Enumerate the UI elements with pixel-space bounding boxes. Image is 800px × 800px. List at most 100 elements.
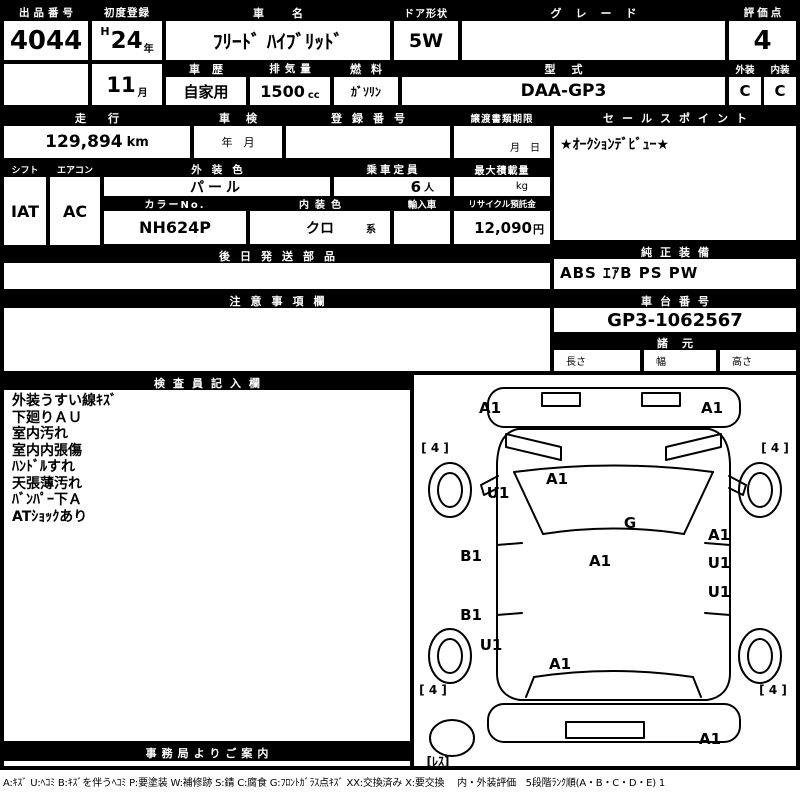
shift-value: IAT xyxy=(4,177,46,245)
door-shape-value: 5W xyxy=(394,21,458,60)
model-code-label: 型式 xyxy=(544,62,599,76)
damage-marker: U1 xyxy=(707,583,731,601)
fuel-label: 燃料 xyxy=(350,62,392,76)
exterior-color-label: 外装色 xyxy=(191,164,253,176)
displacement-value: 1500 xyxy=(260,81,305,101)
inspector-note-line: ATｼｮｯｸあり xyxy=(12,508,88,525)
inspection-label: 車検 xyxy=(219,111,273,125)
capacity-unit: 人 xyxy=(424,183,434,194)
damage-marker: G xyxy=(623,514,637,532)
wheel-rear-left-shape xyxy=(428,628,472,684)
door-seam-line xyxy=(704,542,731,546)
fuel-value: ｶﾞｿﾘﾝ xyxy=(334,77,398,105)
door-seam-line xyxy=(496,612,523,616)
exterior-color-value: パール xyxy=(104,177,330,196)
score-label: 評価点 xyxy=(743,7,785,19)
exterior-grade-label: 外装 xyxy=(735,64,755,76)
recycle-value: 12,090 xyxy=(474,218,532,237)
windshield-left-line xyxy=(513,471,544,535)
car-name-value: ﾌﾘｰﾄﾞ ﾊｲﾌﾞﾘｯﾄﾞ xyxy=(166,21,390,60)
sales-point-label: セールスポイント xyxy=(603,111,755,125)
damage-marker: U1 xyxy=(486,484,510,502)
registration-value xyxy=(286,126,450,158)
import-value xyxy=(394,211,450,244)
import-label: 輸入車 xyxy=(407,199,437,211)
dimensions-label: 諸元 xyxy=(657,337,707,350)
door-shape-label: ドア形状 xyxy=(404,9,448,20)
grade-value xyxy=(462,21,725,60)
damage-marker: [ 4 ] xyxy=(421,441,449,455)
capacity-label: 乗車定員 xyxy=(366,164,421,176)
caution-label: 注意事項欄 xyxy=(229,294,335,308)
height-cell: 高さ xyxy=(720,350,796,371)
aircon-label: エアコン xyxy=(56,166,93,176)
inspector-note-line: ﾊﾞﾝﾊﾟｰ下Ａ xyxy=(12,492,82,508)
inspector-note-line: 天張薄汚れ xyxy=(12,475,82,492)
inspector-note-line: 室内内張傷 xyxy=(12,442,82,459)
length-cell: 長さ xyxy=(554,350,640,371)
wheel-front-left-shape xyxy=(428,462,472,518)
rear-window-left-line xyxy=(525,676,535,698)
inspector-note-line: ﾊﾝﾄﾞﾙすれ xyxy=(12,459,75,475)
windshield-top-line xyxy=(513,464,714,473)
wheel-rear-right-shape xyxy=(738,628,782,684)
exterior-grade-value: C xyxy=(729,77,761,105)
rear-window-right-line xyxy=(692,676,702,698)
windshield-right-line xyxy=(683,471,714,535)
capacity-value: 6 xyxy=(410,177,421,196)
model-code-value: DAA-GP3 xyxy=(402,77,725,105)
damage-marker: [ 4 ] xyxy=(419,683,447,697)
inspector-label: 検査員記入欄 xyxy=(154,376,268,390)
inspector-note-line: 外装うすい線ｷｽﾞ xyxy=(12,393,117,409)
headlight-right-shape xyxy=(665,433,722,461)
equipment-label: 純正装備 xyxy=(641,245,717,259)
wheel-front-left-inner-shape xyxy=(437,472,463,508)
caution-value xyxy=(4,308,550,371)
recycle-unit: 円 xyxy=(533,223,544,236)
office-value xyxy=(4,761,410,766)
later-parts-label: 後日発送部品 xyxy=(219,249,345,263)
damage-marker: A1 xyxy=(478,399,502,417)
displacement-value-cell: 1500 cc xyxy=(250,77,330,105)
mirror-left-shape xyxy=(480,475,499,496)
chassis-no-label: 車台番号 xyxy=(641,294,717,308)
damage-marker: [ 4 ] xyxy=(761,441,789,455)
first-reg-year-cell: H 24 年 xyxy=(92,21,162,60)
grade-label: グレード xyxy=(550,6,651,20)
auction-no-value: 4044 xyxy=(4,21,88,60)
wheel-rear-left-inner-shape xyxy=(437,638,463,674)
era-prefix: H xyxy=(100,25,110,38)
damage-marker: A1 xyxy=(548,655,572,673)
color-no-label: カラーNo. xyxy=(144,200,206,211)
chassis-no-value: GP3-1062567 xyxy=(554,308,796,332)
transfer-deadline-label: 譲渡書類期限 xyxy=(470,113,534,125)
damage-marker: B1 xyxy=(460,547,482,565)
wheel-front-right-inner-shape xyxy=(747,472,773,508)
sheet-grid: 出品番号 4044 初度登録 H 24 年 11 月 車名 ﾌﾘｰﾄﾞ ﾊｲﾌﾞ… xyxy=(0,0,800,770)
displacement-unit: cc xyxy=(307,90,320,101)
damage-marker: U1 xyxy=(707,554,731,572)
interior-color-cell: クロ 系 xyxy=(250,211,390,244)
rear-window-top-line xyxy=(533,670,694,678)
first-reg-month-cell: 11 月 xyxy=(92,64,162,105)
spare-tire-shape xyxy=(429,719,475,757)
interior-color-label: 内装色 xyxy=(299,200,347,211)
registration-label: 登録番号 xyxy=(331,111,415,125)
inspection-value: 年 月 xyxy=(194,126,282,158)
damage-marker: A1 xyxy=(707,526,731,544)
damage-marker: A1 xyxy=(700,399,724,417)
headlight-left-shape xyxy=(505,433,562,461)
door-seam-line xyxy=(496,542,523,546)
interior-color-value: クロ xyxy=(306,220,334,237)
equipment-value: ABS ｴｱB PS PW xyxy=(554,259,796,289)
later-parts-value xyxy=(4,263,550,289)
aircon-value: AC xyxy=(50,177,100,245)
max-load-unit: kg xyxy=(454,177,550,196)
door-seam-line xyxy=(704,612,731,616)
car-body-shape xyxy=(496,428,731,701)
inspector-note-line: 室内汚れ xyxy=(12,426,68,442)
damage-marker: U1 xyxy=(479,636,503,654)
width-cell: 幅 xyxy=(644,350,716,371)
windshield-bottom-line xyxy=(542,527,685,535)
